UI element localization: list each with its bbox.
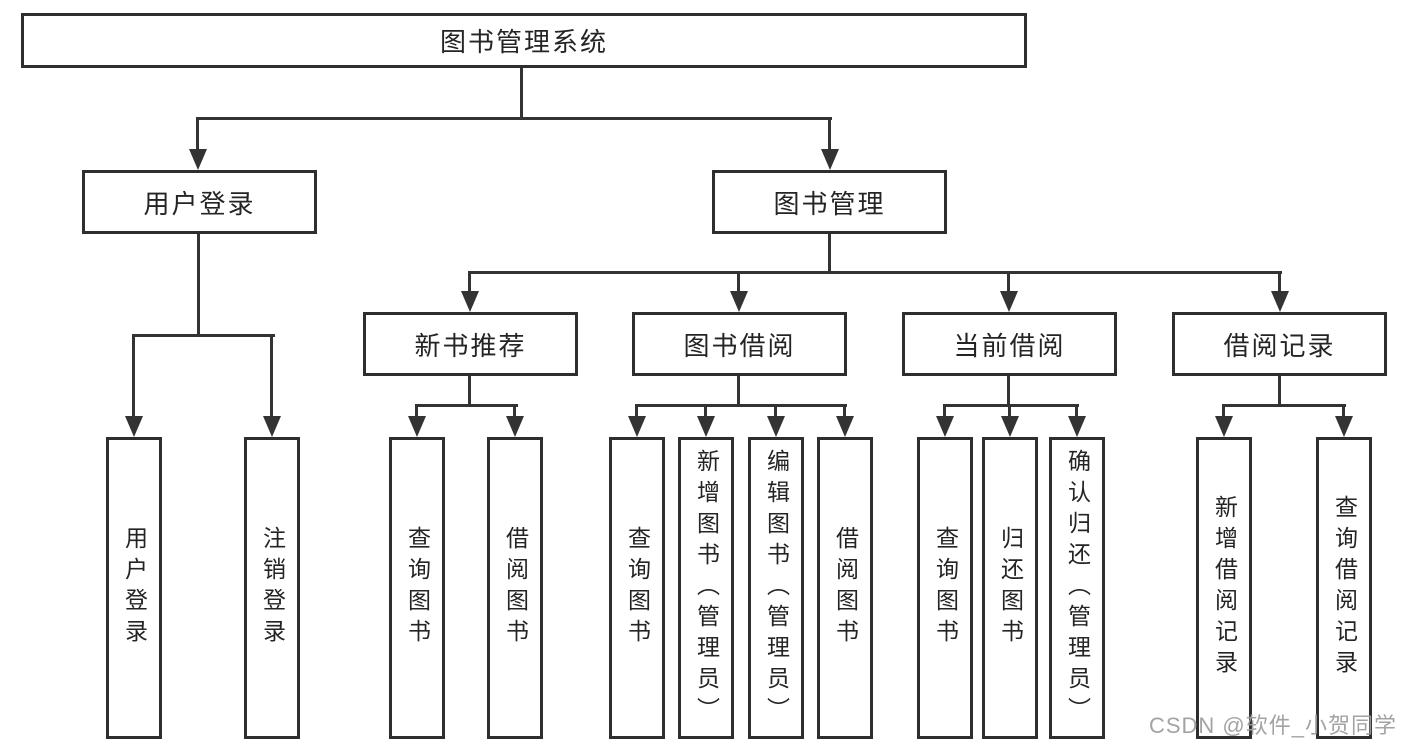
leaf-borrow-borrow-books-label: 借阅图书: [832, 526, 859, 650]
connector-line: [468, 271, 1282, 274]
watermark: CSDN @软件_小贺同学: [1148, 713, 1397, 738]
leaf-borrow-borrow-books: 借阅图书: [817, 437, 873, 739]
node-new-book-recommend-label: 新书推荐: [414, 330, 527, 361]
connector-line: [635, 404, 847, 407]
leaf-borrow-add-books-admin: 新增图书（管理员）: [678, 437, 734, 739]
connector-line: [704, 404, 707, 420]
arrow-down-icon: [1001, 416, 1019, 437]
leaf-current-return-books: 归还图书: [982, 437, 1038, 739]
leaf-newbook-query-books: 查询图书: [389, 437, 445, 739]
connector-line: [468, 374, 471, 407]
leaf-borrow-query-books: 查询图书: [609, 437, 665, 739]
connector-line: [774, 404, 777, 420]
connector-line: [1222, 404, 1225, 420]
arrow-down-icon: [628, 416, 646, 437]
leaf-borrow-edit-books-admin-label: 编辑图书（管理员）: [763, 448, 790, 728]
connector-line: [415, 404, 418, 420]
leaf-user-login: 用户登录: [106, 437, 162, 739]
arrow-down-icon: [936, 416, 954, 437]
leaf-records-add-record-label: 新增借阅记录: [1211, 495, 1238, 681]
leaf-current-query-books-label: 查询图书: [932, 526, 959, 650]
connector-line: [828, 232, 831, 274]
arrow-down-icon: [506, 416, 524, 437]
leaf-newbook-borrow-books-label: 借阅图书: [502, 526, 529, 650]
arrow-down-icon: [1335, 416, 1353, 437]
connector-line: [197, 232, 200, 337]
node-current-borrow-label: 当前借阅: [953, 330, 1066, 361]
node-new-book-recommend: 新书推荐: [363, 312, 578, 376]
connector-line: [196, 117, 199, 153]
node-book-management: 图书管理: [712, 170, 947, 234]
connector-line: [520, 66, 523, 119]
connector-line: [513, 404, 516, 420]
connector-line: [1007, 374, 1010, 407]
connector-line: [843, 404, 846, 420]
connector-line: [1008, 404, 1011, 420]
arrow-down-icon: [125, 416, 143, 437]
connector-line: [1222, 404, 1346, 407]
arrow-down-icon: [1000, 291, 1018, 312]
arrow-down-icon: [767, 416, 785, 437]
node-book-borrow-label: 图书借阅: [683, 330, 796, 361]
leaf-current-confirm-return-admin-label: 确认归还（管理员）: [1064, 448, 1091, 728]
node-borrow-records-label: 借阅记录: [1223, 330, 1336, 361]
leaf-newbook-borrow-books: 借阅图书: [487, 437, 543, 739]
connector-line: [943, 404, 946, 420]
node-borrow-records: 借阅记录: [1172, 312, 1387, 376]
arrow-down-icon: [263, 416, 281, 437]
leaf-borrow-query-books-label: 查询图书: [624, 526, 651, 650]
arrow-down-icon: [189, 149, 207, 170]
connector-line: [270, 334, 273, 420]
connector-line: [943, 404, 1079, 407]
leaf-current-query-books: 查询图书: [917, 437, 973, 739]
arrow-down-icon: [730, 291, 748, 312]
connector-line: [828, 117, 831, 153]
arrow-down-icon: [1068, 416, 1086, 437]
node-user-login-label: 用户登录: [143, 188, 256, 219]
leaf-current-return-books-label: 归还图书: [997, 526, 1024, 650]
arrow-down-icon: [1271, 291, 1289, 312]
node-root: 图书管理系统: [21, 13, 1027, 68]
arrow-down-icon: [697, 416, 715, 437]
arrow-down-icon: [408, 416, 426, 437]
node-root-label: 图书管理系统: [439, 27, 608, 57]
node-user-login: 用户登录: [82, 170, 317, 234]
leaf-logout-login: 注销登录: [244, 437, 300, 739]
arrow-down-icon: [836, 416, 854, 437]
arrow-down-icon: [1215, 416, 1233, 437]
node-current-borrow: 当前借阅: [902, 312, 1117, 376]
arrow-down-icon: [821, 149, 839, 170]
leaf-newbook-query-books-label: 查询图书: [404, 526, 431, 650]
leaf-current-confirm-return-admin: 确认归还（管理员）: [1049, 437, 1105, 739]
connector-line: [1007, 271, 1010, 295]
connector-line: [635, 404, 638, 420]
connector-line: [737, 374, 740, 407]
connector-line: [415, 404, 518, 407]
connector-line: [132, 334, 135, 420]
connector-line: [1075, 404, 1078, 420]
leaf-records-query-record-label: 查询借阅记录: [1331, 495, 1358, 681]
node-book-borrow: 图书借阅: [632, 312, 847, 376]
node-book-management-label: 图书管理: [773, 188, 886, 219]
connector-line: [196, 117, 832, 120]
leaf-borrow-add-books-admin-label: 新增图书（管理员）: [693, 448, 720, 728]
connector-line: [1342, 404, 1345, 420]
arrow-down-icon: [461, 291, 479, 312]
leaf-records-add-record: 新增借阅记录: [1196, 437, 1252, 739]
leaf-records-query-record: 查询借阅记录: [1316, 437, 1372, 739]
connector-line: [1278, 374, 1281, 407]
connector-line: [1278, 271, 1281, 295]
connector-line: [737, 271, 740, 295]
connector-line: [468, 271, 471, 295]
leaf-borrow-edit-books-admin: 编辑图书（管理员）: [748, 437, 804, 739]
connector-line: [132, 334, 275, 337]
leaf-user-login-label: 用户登录: [121, 526, 148, 650]
leaf-logout-login-label: 注销登录: [259, 526, 286, 650]
